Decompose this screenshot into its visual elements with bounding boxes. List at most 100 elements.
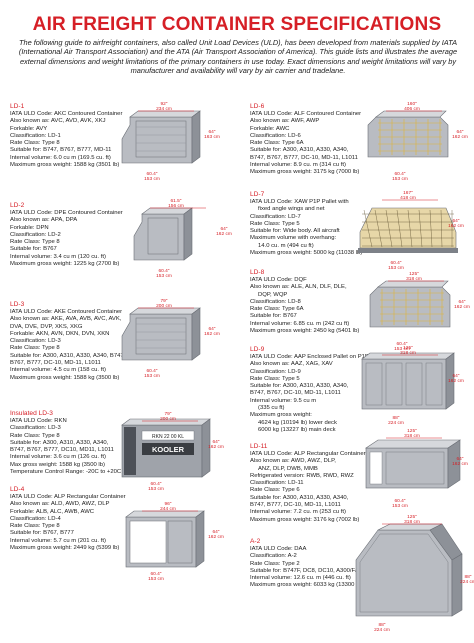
dimension-label: 88" [378,622,385,628]
dimension-label: 162 cm [208,534,224,540]
spec-line: Suitable for: B767, B777 [10,530,74,537]
spec-line: IATA ULD Code: RKN [10,418,67,424]
spec-line: Suitable for: A300, A310, A330, A340, [10,439,109,446]
dimension-label: 162 cm [448,378,464,384]
spec-line: Maximum gross weight: [250,412,312,419]
dimension-label: 153 cm [392,176,408,182]
dimension-label: 64" [456,129,463,135]
spec-line: Rate Class: Type 8 [10,432,60,439]
dimension-label: 162 cm [452,461,468,467]
spec-line: Rate Class: Type 6 [250,487,300,494]
spec-line: Also known as: ALD, AWD, AWZ, DLP [10,501,110,508]
spec-line: Also known as: AWF, AWP [250,118,320,125]
dimension-label: 64" [458,299,465,305]
spec-line: Rate Class: Type 8 [10,140,60,147]
page-title: AIR FREIGHT CONTAINER SPECIFICATIONS [32,14,442,35]
spec-line: Refrigerated version: RWB, RWD, RWZ [250,472,354,479]
dimension-label: 200 cm [160,416,176,422]
spec-line: Rate Class: Type 2 [250,560,300,567]
dimension-label: 60.4" [146,368,157,374]
spec-line: 6000 kg (13227 lb) main deck [258,426,336,433]
dimension-label: 162 cm [208,444,224,450]
spec-line: Suitable for: B747, B767, B777, MD-11 [10,147,112,154]
spec-line: Classification: LD-3 [10,425,61,432]
spec-line: 14.0 cu. m (494 cu ft) [258,242,314,249]
spec-line: DVA, DVE, DVP, XKS, XKG [10,323,83,330]
dimension-label: 64" [208,129,215,135]
spec-line: Suitable for: A300, A310, A330, A340, [250,494,349,501]
dimension-label: 79" [160,298,167,304]
spec-line: IATA ULD Code: AKE Contoured Container [10,309,123,315]
container-body [121,116,193,164]
spec-line: Also known as: APA, DPA [10,217,78,224]
reefer-id-label: RKN 22 00 KL [152,434,184,440]
dimension-label: 125" [409,271,419,277]
spec-line: Maximum gross weight: 5000 kg (11038 lb) [250,250,363,257]
dimension-label: 153 cm [144,373,160,379]
spec-line: B747, B767, B777, DC10, MD11, L1011 [10,447,114,454]
spec-line: Classification: LD-1 [10,132,61,139]
spec-line: Suitable for: A300, A310, A330, A340, [250,147,349,154]
container-body [133,213,185,261]
spec-line: Rate Class: Type 5 [250,375,300,382]
dimension-label: 318 cm [400,350,416,356]
spec-line: IATA ULD Code: DAA [250,546,307,552]
spec-line: Maximum gross weight: 1225 kg (2700 lb) [10,261,120,268]
dimension-label: 125" [403,345,413,351]
dimension-label: 60.4" [396,341,407,347]
spec-line: Internal volume: 6.0 cu m (169.5 cu. ft) [10,154,111,161]
spec-line: Also known as: AVC, AVD, AVK, XKJ [10,118,106,125]
spec-line: Rate Class: Type 6A [250,140,304,147]
dimension-label: 162 cm [454,304,470,310]
spec-line: Rate Class: Type 8 [10,523,60,530]
spec-line: (335 cu ft) [258,405,285,412]
dimension-label: 167" [403,190,413,196]
dimension-label: 64" [212,439,219,445]
spec-line: B747, B777, DC-10, MD-11, L1011 [250,502,341,509]
intro-paragraph: The following guide to airfreight contai… [18,38,458,76]
dimension-label: 160" [407,101,417,107]
spec-line: B747, B767, B777, DC-10, MD-11, L1011 [250,154,358,161]
dimension-label: 162 cm [204,331,220,337]
dimension-label: 64" [220,226,227,232]
dimension-label: 125" [407,514,417,520]
spec-line: Internal volume: 7.2 cu. m (253 cu ft) [250,509,346,516]
spec-line: Classification: LD-11 [250,480,304,487]
spec-line: Also known as: ALE, ALN, DLF, DLE, [250,284,347,291]
dimension-label: 156 cm [168,203,184,209]
spec-line: fixed angle wings and net [258,206,325,213]
container-body [361,358,447,410]
spec-line: Forkable: DPN [10,224,49,231]
container-code: LD-3 [10,301,25,308]
dimension-label: 244 cm [160,506,176,512]
spec-line: Suitable for: A300, A310, A330, A340, B7… [10,352,126,359]
dimension-label: 318 cm [404,519,420,525]
dimension-label: 92" [160,101,167,107]
spec-line: IATA ULD Code: DQF [250,277,307,283]
spec-line: Internal volume: 3.4 cu m (120 cu. ft) [10,253,106,260]
container-code: Insulated LD-3 [10,410,53,417]
dimension-label: 60.4" [158,268,169,274]
dimension-label: 153 cm [156,273,172,279]
spec-line: Also known as: AKE, AVA, AVB, AVC, AVK, [10,316,122,323]
dimension-label: 162 cm [216,231,232,237]
spec-line: Also known as: AWD, AWZ, DLP, [250,458,336,465]
dimension-label: 60.4" [390,260,401,266]
spec-line: B747, B767, DC-10, MD-11, L1011 [250,390,341,397]
dimension-label: 60.4" [146,171,157,177]
dimension-label: 418 cm [400,195,416,201]
spec-line: Forkable: ALB, ALC, AWB, AWC [10,508,95,515]
spec-line: Forkable: AVY [10,125,48,132]
spec-line: Temperature Control Range: -20C to +20C [10,469,122,476]
spec-line: Suitable for: B747F, DC8, DC10, A300/F/ [250,567,357,574]
dimension-label: 224 cm [374,627,390,633]
